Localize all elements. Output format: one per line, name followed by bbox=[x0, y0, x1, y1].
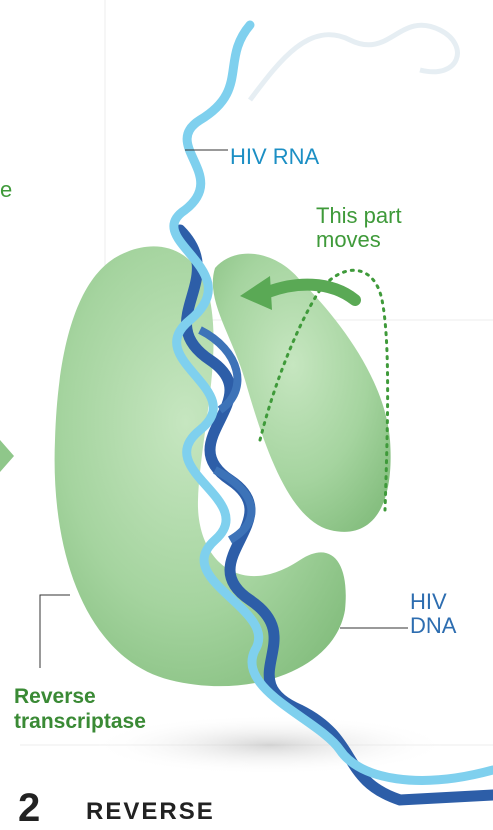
hiv-dna-label: HIV DNA bbox=[410, 590, 456, 638]
label-line: Reverse bbox=[14, 684, 146, 709]
label-line: moves bbox=[316, 228, 402, 252]
hiv-rna-label: HIV RNA bbox=[230, 145, 319, 169]
step-number: 2 bbox=[18, 788, 40, 828]
this-part-moves-label: This part moves bbox=[316, 204, 402, 252]
step-title: REVERSE bbox=[86, 800, 215, 824]
label-line: DNA bbox=[410, 614, 456, 638]
reverse-transcriptase-label: Reverse transcriptase bbox=[14, 684, 146, 734]
distant-rna-strand bbox=[250, 25, 457, 100]
label-line: This part bbox=[316, 204, 402, 228]
left-arrow-icon bbox=[0, 440, 14, 472]
label-line: HIV bbox=[410, 590, 456, 614]
label-line: transcriptase bbox=[14, 709, 146, 734]
rt-leader-line bbox=[40, 595, 70, 668]
cropped-edge-text: e bbox=[0, 178, 12, 202]
